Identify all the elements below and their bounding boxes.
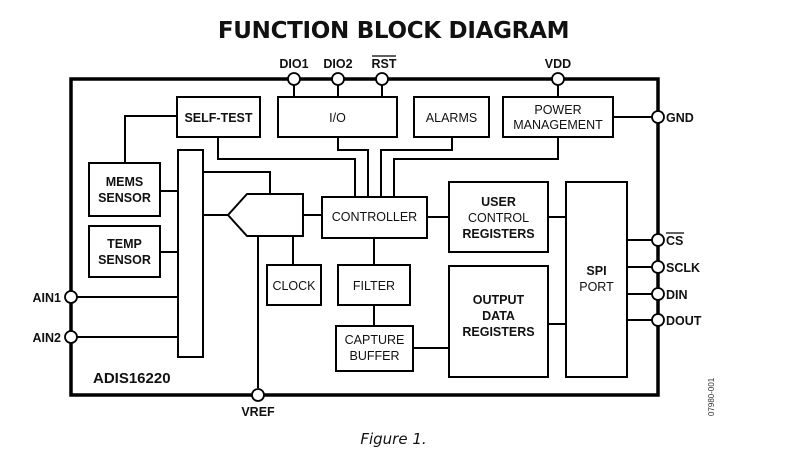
mems-sensor-block: MEMS SENSOR bbox=[88, 162, 161, 217]
pin-label-dio1: DIO1 bbox=[279, 57, 308, 71]
pin-label-vref: VREF bbox=[241, 405, 275, 419]
wire-power-controller bbox=[393, 137, 559, 197]
temp-label-line2: SENSOR bbox=[98, 253, 151, 267]
ucr-label-line1: USER bbox=[481, 195, 516, 209]
diagram-title: FUNCTION BLOCK DIAGRAM bbox=[217, 18, 570, 44]
pin-labels: DIO1 DIO2 RST VDD GND CS SCLK DIN DOUT A… bbox=[33, 55, 702, 419]
pin-din bbox=[651, 287, 665, 301]
pin-label-rst: RST bbox=[372, 57, 397, 71]
figure-code: 07980-001 bbox=[707, 377, 716, 416]
pin-vref bbox=[251, 388, 265, 402]
pin-label-cs: CS bbox=[666, 234, 683, 248]
self-test-label: SELF-TEST bbox=[184, 111, 252, 125]
pin-dio2 bbox=[331, 72, 345, 86]
mems-label-line1: MEMS bbox=[106, 175, 144, 189]
pin-cs bbox=[651, 233, 665, 247]
user-control-registers-block: USER CONTROL REGISTERS bbox=[448, 181, 549, 253]
spi-port-block: SPI PORT bbox=[565, 181, 628, 378]
temp-label-line1: TEMP bbox=[107, 237, 142, 251]
self-test-block: SELF-TEST bbox=[176, 96, 261, 138]
pin-gnd bbox=[651, 110, 665, 124]
odr-label-line3: REGISTERS bbox=[462, 325, 534, 339]
alarms-label: ALARMS bbox=[426, 111, 477, 125]
alarms-block: ALARMS bbox=[413, 96, 490, 138]
multiplexer-block bbox=[177, 149, 204, 358]
ucr-label-line2: CONTROL bbox=[468, 211, 529, 225]
controller-block: CONTROLLER bbox=[321, 196, 428, 239]
pin-ain1 bbox=[64, 290, 78, 304]
pin-dout bbox=[651, 313, 665, 327]
pin-rst bbox=[375, 72, 389, 86]
adc-block bbox=[226, 193, 304, 237]
clock-block: CLOCK bbox=[266, 264, 322, 306]
ucr-label-line3: REGISTERS bbox=[462, 227, 534, 241]
part-number: ADIS16220 bbox=[93, 370, 171, 387]
wire-io-controller bbox=[337, 137, 369, 197]
temp-sensor-block: TEMP SENSOR bbox=[88, 225, 161, 278]
wire-mux-adc-top bbox=[203, 171, 271, 194]
filter-label: FILTER bbox=[353, 279, 395, 293]
figure-caption: Figure 1. bbox=[360, 430, 427, 448]
pin-label-sclk: SCLK bbox=[666, 261, 700, 275]
pin-label-ain1: AIN1 bbox=[33, 291, 62, 305]
capture-label-line2: BUFFER bbox=[350, 349, 400, 363]
power-management-block: POWER MANAGEMENT bbox=[502, 96, 614, 138]
power-label-line2: MANAGEMENT bbox=[513, 118, 603, 132]
pins bbox=[64, 72, 665, 402]
controller-label: CONTROLLER bbox=[332, 210, 417, 224]
pin-label-dout: DOUT bbox=[666, 314, 702, 328]
spi-label-line1: SPI bbox=[586, 264, 606, 278]
filter-block: FILTER bbox=[337, 264, 411, 306]
pin-dio1 bbox=[287, 72, 301, 86]
capture-buffer-block: CAPTURE BUFFER bbox=[335, 325, 414, 372]
spi-label-line2: PORT bbox=[579, 280, 614, 294]
pin-sclk bbox=[651, 260, 665, 274]
pin-label-vdd: VDD bbox=[545, 57, 571, 71]
mems-label-line2: SENSOR bbox=[98, 191, 151, 205]
pin-label-dio2: DIO2 bbox=[323, 57, 352, 71]
pin-ain2 bbox=[64, 330, 78, 344]
clock-label: CLOCK bbox=[272, 279, 316, 293]
wire-selftest-controller bbox=[217, 137, 356, 197]
io-block: I/O bbox=[277, 96, 398, 138]
io-label: I/O bbox=[329, 111, 346, 125]
odr-label-line2: DATA bbox=[482, 309, 515, 323]
pin-label-gnd: GND bbox=[666, 111, 694, 125]
capture-label-line1: CAPTURE bbox=[345, 333, 405, 347]
wire-alarms-controller bbox=[380, 137, 453, 197]
wire-selftest-mems bbox=[124, 115, 177, 163]
odr-label-line1: OUTPUT bbox=[473, 293, 525, 307]
power-label-line1: POWER bbox=[534, 103, 581, 117]
wires bbox=[77, 84, 652, 388]
pin-vdd bbox=[551, 72, 565, 86]
output-data-registers-block: OUTPUT DATA REGISTERS bbox=[448, 265, 549, 378]
pin-label-din: DIN bbox=[666, 288, 688, 302]
pin-label-ain2: AIN2 bbox=[33, 331, 62, 345]
